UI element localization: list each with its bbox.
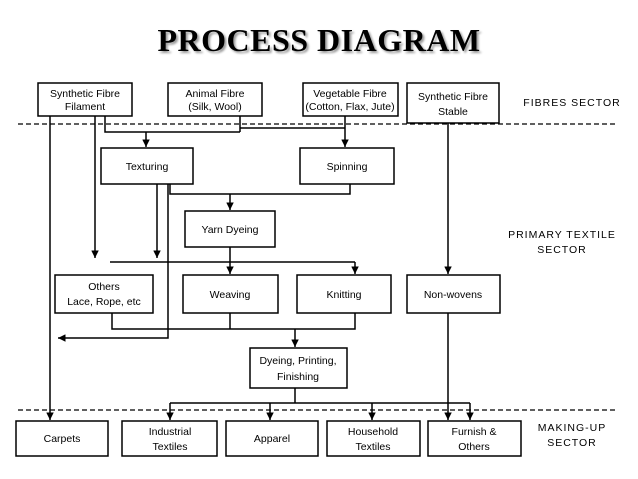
node-furnish-others: Furnish & Others [427,420,522,457]
page-title: PROCESS DIAGRAM [157,22,481,58]
node-knitting: Knitting [296,274,392,314]
node-label-line: Household [348,426,398,438]
fibres-sector-label: FIBRES SECTOR [523,97,620,109]
node-label-line: (Silk, Wool) [188,101,241,113]
node-label-line: Carpets [44,433,81,445]
node-animal-fibre: Animal Fibre (Silk, Wool) [167,82,263,117]
node-label-line: Spinning [327,161,368,173]
node-dyeing-printing-finishing: Dyeing, Printing, Finishing [249,347,348,389]
node-label-line: Weaving [210,289,251,301]
node-non-wovens: Non-wovens [406,274,501,314]
node-industrial-textiles: Industrial Textiles [121,420,218,457]
node-label-line: Furnish & [452,426,497,438]
node-label-line: Others [88,281,120,293]
node-label-line: Yarn Dyeing [201,224,258,236]
node-label-line: Filament [65,101,105,113]
node-carpets: Carpets [15,420,109,457]
node-spinning: Spinning [299,147,395,185]
node-label-line: Synthetic Fibre [50,88,120,100]
node-synthetic-fibre-filament: Synthetic Fibre Filament [37,82,133,117]
node-label-line: Vegetable Fibre [313,88,387,100]
node-label-line: Texturing [126,161,169,173]
node-label-line: Synthetic Fibre [418,91,488,103]
node-label-line: Stable [438,106,468,118]
node-vegetable-fibre: Vegetable Fibre (Cotton, Flax, Jute) [302,82,399,117]
node-label-line: Non-wovens [424,289,482,301]
connectors [46,116,474,420]
node-label-line: Knitting [326,289,361,301]
node-synthetic-fibre-stable: Synthetic Fibre Stable [406,82,500,124]
primary-textile-sector-label: PRIMARY TEXTILE [508,229,616,241]
primary-textile-sector-label-line2: SECTOR [537,244,587,256]
node-yarn-dyeing: Yarn Dyeing [184,210,276,248]
node-household-textiles: Household Textiles [326,420,421,457]
node-others: Others Lace, Rope, etc [54,274,154,314]
node-label-line: Dyeing, Printing, [259,355,336,367]
node-label-line: Textiles [355,441,390,453]
making-up-sector-label-line2: SECTOR [547,437,597,449]
node-apparel: Apparel [225,420,319,457]
node-label-line: Lace, Rope, etc [67,296,141,308]
node-label-line: Textiles [152,441,187,453]
node-label-line: Others [458,441,490,453]
node-weaving: Weaving [182,274,279,314]
node-label-line: Finishing [277,371,319,383]
node-label-line: Industrial [149,426,192,438]
node-label-line: Animal Fibre [186,88,245,100]
node-label-line: (Cotton, Flax, Jute) [305,101,394,113]
node-texturing: Texturing [100,147,194,185]
node-label-line: Apparel [254,433,290,445]
making-up-sector-label: MAKING-UP [538,422,607,434]
